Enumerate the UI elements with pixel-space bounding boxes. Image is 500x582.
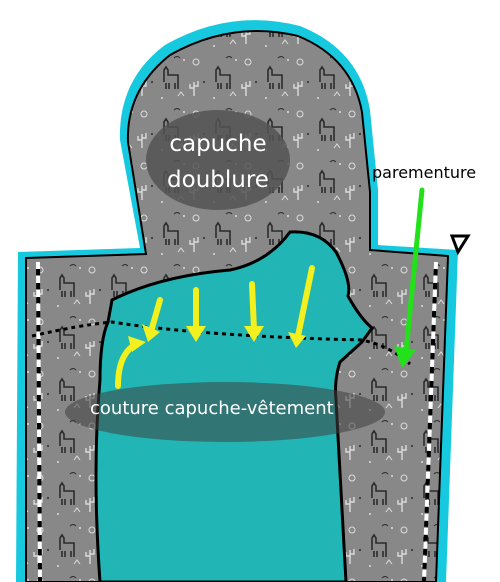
hood-lining-label: capuche doublure	[148, 126, 288, 198]
facing-label: parementure	[372, 163, 477, 182]
fold-arrowheads	[128, 324, 306, 352]
stitch-line-right-dark	[422, 261, 438, 582]
facing-arrow	[403, 187, 425, 355]
hood-lining-label-line1: capuche	[169, 131, 267, 157]
triangle-notch-icon	[449, 234, 471, 256]
label-oval-seam	[65, 382, 385, 442]
stitch-line-right	[422, 261, 438, 582]
seam-line	[31, 320, 412, 366]
stitch-line-left-dark	[36, 261, 42, 582]
stitch-line-left	[36, 261, 42, 582]
label-oval-hood	[146, 110, 290, 210]
seam-label: couture capuche-vêtement	[90, 398, 334, 419]
facing-arrowhead	[394, 346, 416, 368]
hood-lining-label-line2: doublure	[167, 167, 269, 193]
